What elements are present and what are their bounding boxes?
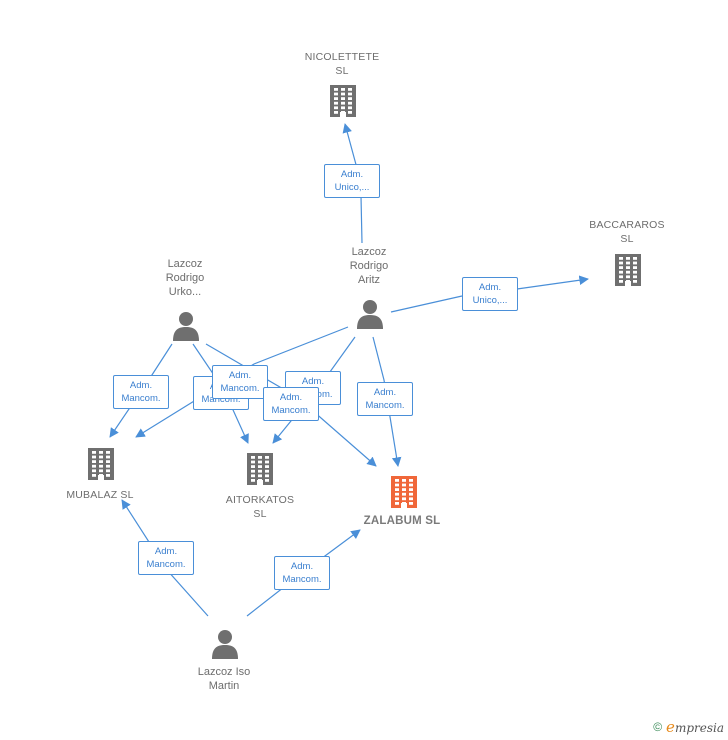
company-nicolettete-icon[interactable] — [328, 84, 358, 123]
company-baccararos-icon[interactable] — [613, 253, 643, 292]
person-urko-label[interactable]: Lazcoz Rodrigo Urko... — [165, 258, 205, 298]
company-baccararos-label[interactable]: BACCARAROS SL — [589, 219, 665, 245]
company-aitorkatos-icon[interactable] — [245, 452, 275, 491]
company-mubalaz-label[interactable]: MUBALAZ SL — [66, 489, 134, 501]
company-nicolettete-label[interactable]: NICOLETTETE SL — [304, 51, 380, 77]
person-icon — [357, 300, 383, 329]
person-aritz-icon[interactable] — [356, 299, 384, 334]
company-mubalaz-icon[interactable] — [86, 447, 116, 486]
edge-label-aritz-baccararos[interactable]: Adm.Unico,... — [462, 277, 518, 311]
edge-line-aritz-baccararos — [390, 279, 588, 313]
person-icon — [212, 630, 238, 659]
person-urko-icon[interactable] — [172, 311, 200, 346]
building-icon — [330, 85, 356, 117]
building-icon — [391, 476, 417, 508]
person-icon — [173, 312, 199, 341]
edge-label-aritz-zalabum[interactable]: Adm.Mancom. — [357, 382, 413, 416]
building-icon — [88, 448, 114, 480]
person-iso-label[interactable]: Lazcoz Iso Martin — [197, 666, 251, 692]
edge-label-urko-aitorkatos[interactable]: Adm.Mancom. — [212, 365, 268, 399]
edge-line-aritz-zalabum — [372, 336, 402, 467]
footer-brand: © empresia — [653, 718, 724, 736]
building-icon — [615, 254, 641, 286]
person-aritz-label[interactable]: Lazcoz Rodrigo Aritz — [349, 246, 389, 286]
company-zalabum-icon[interactable] — [389, 475, 419, 514]
copyright-icon: © — [653, 720, 663, 734]
edge-label-iso-mubalaz[interactable]: Adm.Mancom. — [138, 541, 194, 575]
building-icon — [247, 453, 273, 485]
edge-label-urko-zalabum[interactable]: Adm.Mancom. — [263, 387, 319, 421]
edge-label-urko-mubalaz[interactable]: Adm.Mancom. — [113, 375, 169, 409]
person-iso-icon[interactable] — [211, 629, 239, 664]
edge-label-aritz-nicolettete[interactable]: Adm.Unico,... — [324, 164, 380, 198]
brand-logo[interactable]: empresia — [666, 718, 724, 736]
company-zalabum-label[interactable]: ZALABUM SL — [363, 515, 441, 527]
edge-line-aritz-mubalaz — [135, 326, 349, 438]
edge-label-iso-zalabum[interactable]: Adm.Mancom. — [274, 556, 330, 590]
company-aitorkatos-label[interactable]: AITORKATOS SL — [225, 494, 295, 520]
